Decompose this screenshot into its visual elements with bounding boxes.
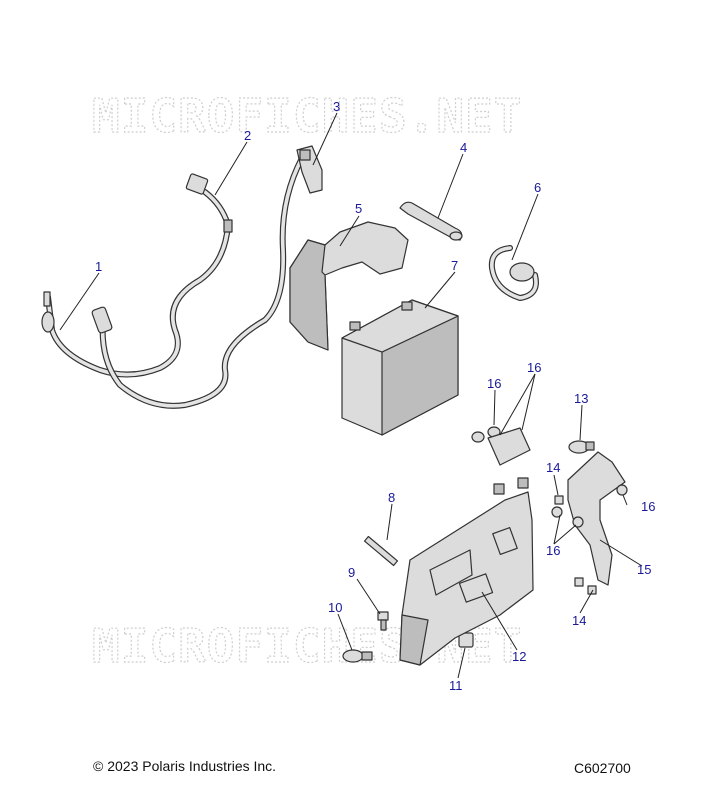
callout-3[interactable]: 3 bbox=[333, 99, 340, 114]
part-3-positive-cable bbox=[91, 145, 323, 409]
part-6-clip bbox=[488, 245, 539, 301]
callout-14-top[interactable]: 14 bbox=[546, 460, 560, 475]
callout-16-top[interactable]: 16 bbox=[527, 360, 541, 375]
callout-10[interactable]: 10 bbox=[328, 600, 342, 615]
copyright-notice: © 2023 Polaris Industries Inc. bbox=[93, 758, 277, 774]
callout-11[interactable]: 11 bbox=[449, 678, 463, 693]
callout-9[interactable]: 9 bbox=[348, 565, 355, 580]
callout-2[interactable]: 2 bbox=[244, 128, 251, 143]
callout-8[interactable]: 8 bbox=[388, 490, 395, 505]
callout-6[interactable]: 6 bbox=[534, 180, 541, 195]
part-12-bracket bbox=[399, 491, 534, 666]
part-8-rod bbox=[363, 535, 399, 567]
part-9-bolt bbox=[377, 611, 389, 631]
figure-id: C602700 bbox=[574, 760, 631, 776]
callouts: 1 2 3 4 5 6 7 8 9 10 11 12 13 14 14 15 1… bbox=[95, 99, 655, 693]
part-16-grommets bbox=[471, 426, 628, 528]
part-4-strap bbox=[399, 201, 463, 241]
callout-16-middle[interactable]: 16 bbox=[546, 543, 560, 558]
part-7-battery bbox=[341, 299, 459, 436]
callout-15[interactable]: 15 bbox=[637, 562, 651, 577]
part-1-negative-cable bbox=[41, 222, 231, 378]
callout-14-bottom[interactable]: 14 bbox=[572, 613, 586, 628]
part-14-screws bbox=[554, 495, 597, 595]
callout-1[interactable]: 1 bbox=[95, 259, 102, 274]
part-2-cable bbox=[185, 173, 233, 233]
part-10-clamp bbox=[342, 649, 373, 663]
part-13-clip bbox=[568, 440, 595, 454]
leader-lines bbox=[59, 112, 643, 679]
callout-4[interactable]: 4 bbox=[460, 140, 467, 155]
callout-7[interactable]: 7 bbox=[451, 258, 458, 273]
callout-13[interactable]: 13 bbox=[574, 391, 588, 406]
callout-12[interactable]: 12 bbox=[512, 649, 526, 664]
part-5-battery-cover bbox=[289, 221, 409, 351]
callout-16-left[interactable]: 16 bbox=[487, 376, 501, 391]
watermark-top: MICROFICHES.NET bbox=[92, 89, 522, 143]
callout-5[interactable]: 5 bbox=[355, 201, 362, 216]
callout-16-right[interactable]: 16 bbox=[641, 499, 655, 514]
